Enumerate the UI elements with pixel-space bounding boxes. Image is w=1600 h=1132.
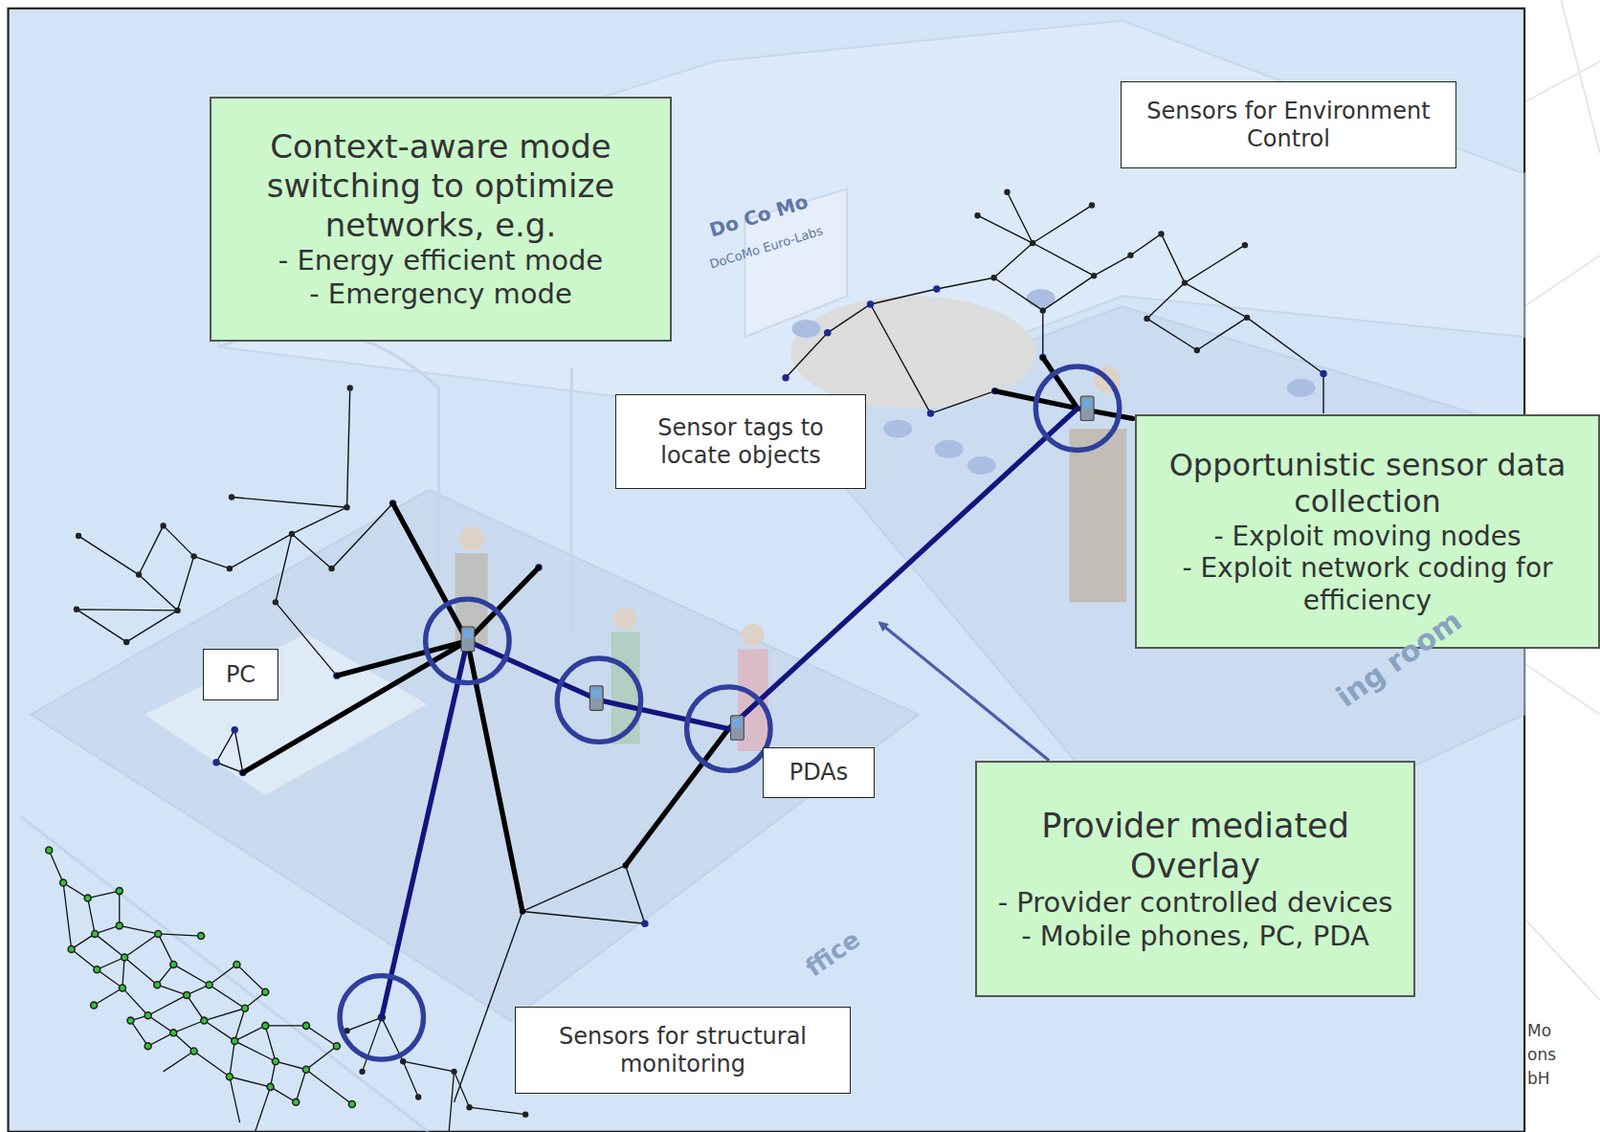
- feature-box: Opportunistic sensor data collection- Ex…: [1134, 414, 1600, 649]
- leader-arrow: [879, 622, 1049, 761]
- sensor-network-lines: [76, 387, 645, 1102]
- box-heading: Provider mediated Overlay: [986, 805, 1404, 887]
- pda-icons: [463, 629, 473, 640]
- box-item: - Exploit network coding for efficiency: [1144, 552, 1591, 617]
- office-illustration: [614, 607, 637, 630]
- office-illustration: [883, 419, 912, 438]
- footer-text: bH: [1527, 1069, 1551, 1089]
- box-heading: Sensor tags to locate objects: [625, 414, 856, 470]
- office-illustration: [611, 631, 641, 744]
- office-illustration: [142, 632, 429, 797]
- box-heading: Opportunistic sensor data collection: [1144, 446, 1591, 521]
- office-illustration: [219, 21, 1525, 420]
- overlay-links: [381, 408, 1078, 1019]
- box-item: - Mobile phones, PC, PDA: [1021, 919, 1370, 954]
- office-illustration: [967, 456, 997, 475]
- box-item: - Emergency mode: [309, 277, 573, 312]
- device-circles: [687, 687, 771, 771]
- pda-icons: [1082, 399, 1092, 409]
- overlay-links: [381, 408, 1078, 1019]
- office-illustration: [791, 319, 821, 338]
- device-circles: [425, 599, 510, 683]
- label-box: PDAs: [762, 747, 875, 799]
- feature-box: Provider mediated Overlay- Provider cont…: [975, 760, 1416, 998]
- pda-icons: [1080, 396, 1094, 422]
- floor-text: ffice: [800, 925, 866, 982]
- pda-icons: [461, 626, 475, 652]
- box-heading: Context-aware mode switching to optimize…: [221, 127, 661, 245]
- box-item: - Provider controlled devices: [998, 886, 1394, 920]
- sensor-network-lines: [347, 1017, 527, 1132]
- sensor-dots: [48, 849, 382, 1105]
- box-heading: Sensors for Environment Control: [1131, 97, 1446, 154]
- pda-icons: [589, 686, 603, 712]
- office-illustration: [1069, 428, 1128, 602]
- office-illustration: [459, 526, 485, 552]
- office-illustration: [1287, 378, 1316, 398]
- footer-text: Mo: [1527, 1022, 1552, 1041]
- label-box: Sensors for structural monitoring: [514, 1006, 851, 1094]
- label-box: Sensor tags to locate objects: [615, 394, 867, 489]
- device-circles: [1035, 366, 1119, 450]
- pda-icons: [461, 396, 1094, 740]
- device-circles: [556, 658, 641, 742]
- box-item: - Energy efficient mode: [278, 244, 603, 278]
- office-illustration: [934, 440, 964, 459]
- office-illustration: [741, 623, 764, 646]
- feature-box: Context-aware mode switching to optimize…: [209, 96, 672, 342]
- label-box: PC: [202, 648, 279, 701]
- box-heading: Sensors for structural monitoring: [525, 1022, 841, 1079]
- sensor-network-lines: [48, 849, 353, 1132]
- office-illustration: [30, 489, 919, 1021]
- office-illustration: [20, 329, 572, 1132]
- box-heading: PC: [225, 661, 256, 689]
- sensor-dots: [48, 849, 382, 1105]
- sensor-network-lines: [785, 192, 1324, 414]
- label-box: Sensors for Environment Control: [1120, 81, 1457, 169]
- device-circles: [339, 976, 423, 1060]
- leader-arrow: [879, 622, 1049, 761]
- box-heading: PDAs: [789, 758, 848, 787]
- box-item: - Exploit moving nodes: [1213, 520, 1521, 554]
- pda-icons: [730, 715, 744, 741]
- pda-icons: [733, 718, 743, 729]
- pda-icons: [591, 688, 601, 699]
- footer-text: ons: [1527, 1045, 1556, 1065]
